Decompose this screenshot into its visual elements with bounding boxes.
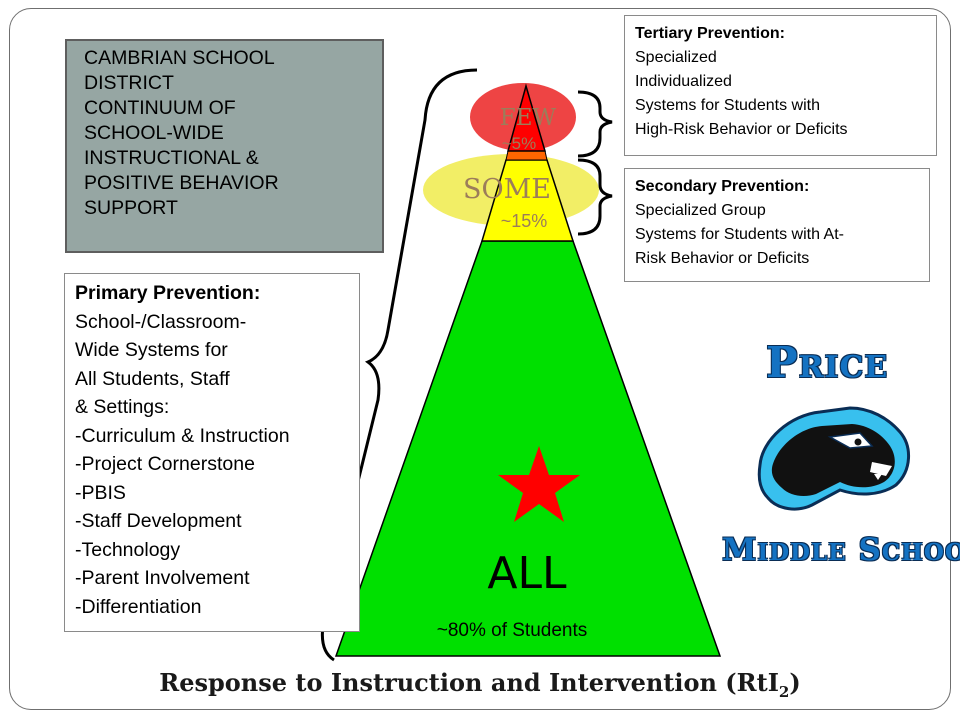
pyramid-tier-tertiary (507, 83, 547, 152)
star-icon (498, 446, 580, 522)
few-label: FEW (500, 105, 557, 131)
district-title-line: SUPPORT (84, 197, 178, 219)
some-percent: ~15% (501, 211, 548, 231)
primary-line: & Settings: (75, 396, 170, 418)
few-percent: ~5% (502, 134, 537, 153)
district-title-line: POSITIVE BEHAVIOR (84, 172, 279, 194)
tertiary-line: Systems for Students with (635, 97, 820, 114)
tertiary-line: Individualized (635, 73, 732, 90)
primary-line: All Students, Staff (75, 367, 230, 390)
district-title-box: CAMBRIAN SCHOOL DISTRICT CONTINUUM OF SC… (65, 39, 384, 253)
secondary-prevention-box: Secondary Prevention: Specialized Group … (624, 168, 930, 282)
primary-line: -Curriculum & Instruction (75, 424, 290, 447)
secondary-line: Risk Behavior or Deficits (635, 250, 810, 267)
primary-line: Wide Systems for (75, 339, 228, 361)
primary-heading: Primary Prevention: (75, 282, 261, 304)
tertiary-heading: Tertiary Prevention: (635, 25, 785, 42)
slide-frame (9, 8, 951, 710)
secondary-heading: Secondary Prevention: (635, 178, 810, 195)
primary-line: -PBIS (75, 481, 126, 504)
district-title-line: DISTRICT (84, 72, 174, 94)
all-percent: ~80% of Students (437, 620, 588, 641)
price-middle-school-logo: PRICE MIDDLE SCHOOL (718, 330, 960, 575)
secondary-line: Systems for Students with At- (635, 226, 844, 243)
logo-price-text: PRICE (766, 338, 889, 387)
primary-prevention-box: Primary Prevention: School-/Classroom- W… (64, 273, 360, 632)
panther-mascot-icon (757, 406, 911, 511)
secondary-brace-icon (577, 158, 613, 236)
district-title-line: SCHOOL-WIDE (84, 122, 224, 144)
primary-line: School-/Classroom- (75, 310, 247, 333)
tertiary-line: High-Risk Behavior or Deficits (635, 121, 848, 138)
secondary-line: Specialized Group (635, 202, 766, 219)
tertiary-prevention-box: Tertiary Prevention: Specialized Individ… (624, 15, 937, 156)
logo-middle-school-text: MIDDLE SCHOOL (722, 532, 960, 568)
primary-line: -Differentiation (75, 595, 202, 618)
some-label: SOME (463, 174, 551, 205)
primary-line: -Staff Development (75, 510, 242, 532)
all-label: ALL (487, 548, 567, 599)
footer-title-close: ) (789, 668, 801, 697)
tertiary-brace-icon (577, 90, 613, 158)
district-title-line: INSTRUCTIONAL & (84, 147, 259, 169)
primary-line: -Project Cornerstone (75, 453, 255, 475)
primary-line: -Parent Involvement (75, 567, 250, 589)
footer-title: Response to Instruction and Intervention… (0, 668, 960, 701)
district-title-line: CAMBRIAN SCHOOL (84, 47, 275, 69)
footer-title-text: Response to Instruction and Intervention… (159, 668, 779, 697)
tertiary-line: Specialized (635, 49, 717, 66)
footer-title-subscript: 2 (778, 682, 790, 701)
district-title-line: CONTINUUM OF (84, 97, 236, 119)
primary-line: -Technology (75, 538, 181, 561)
